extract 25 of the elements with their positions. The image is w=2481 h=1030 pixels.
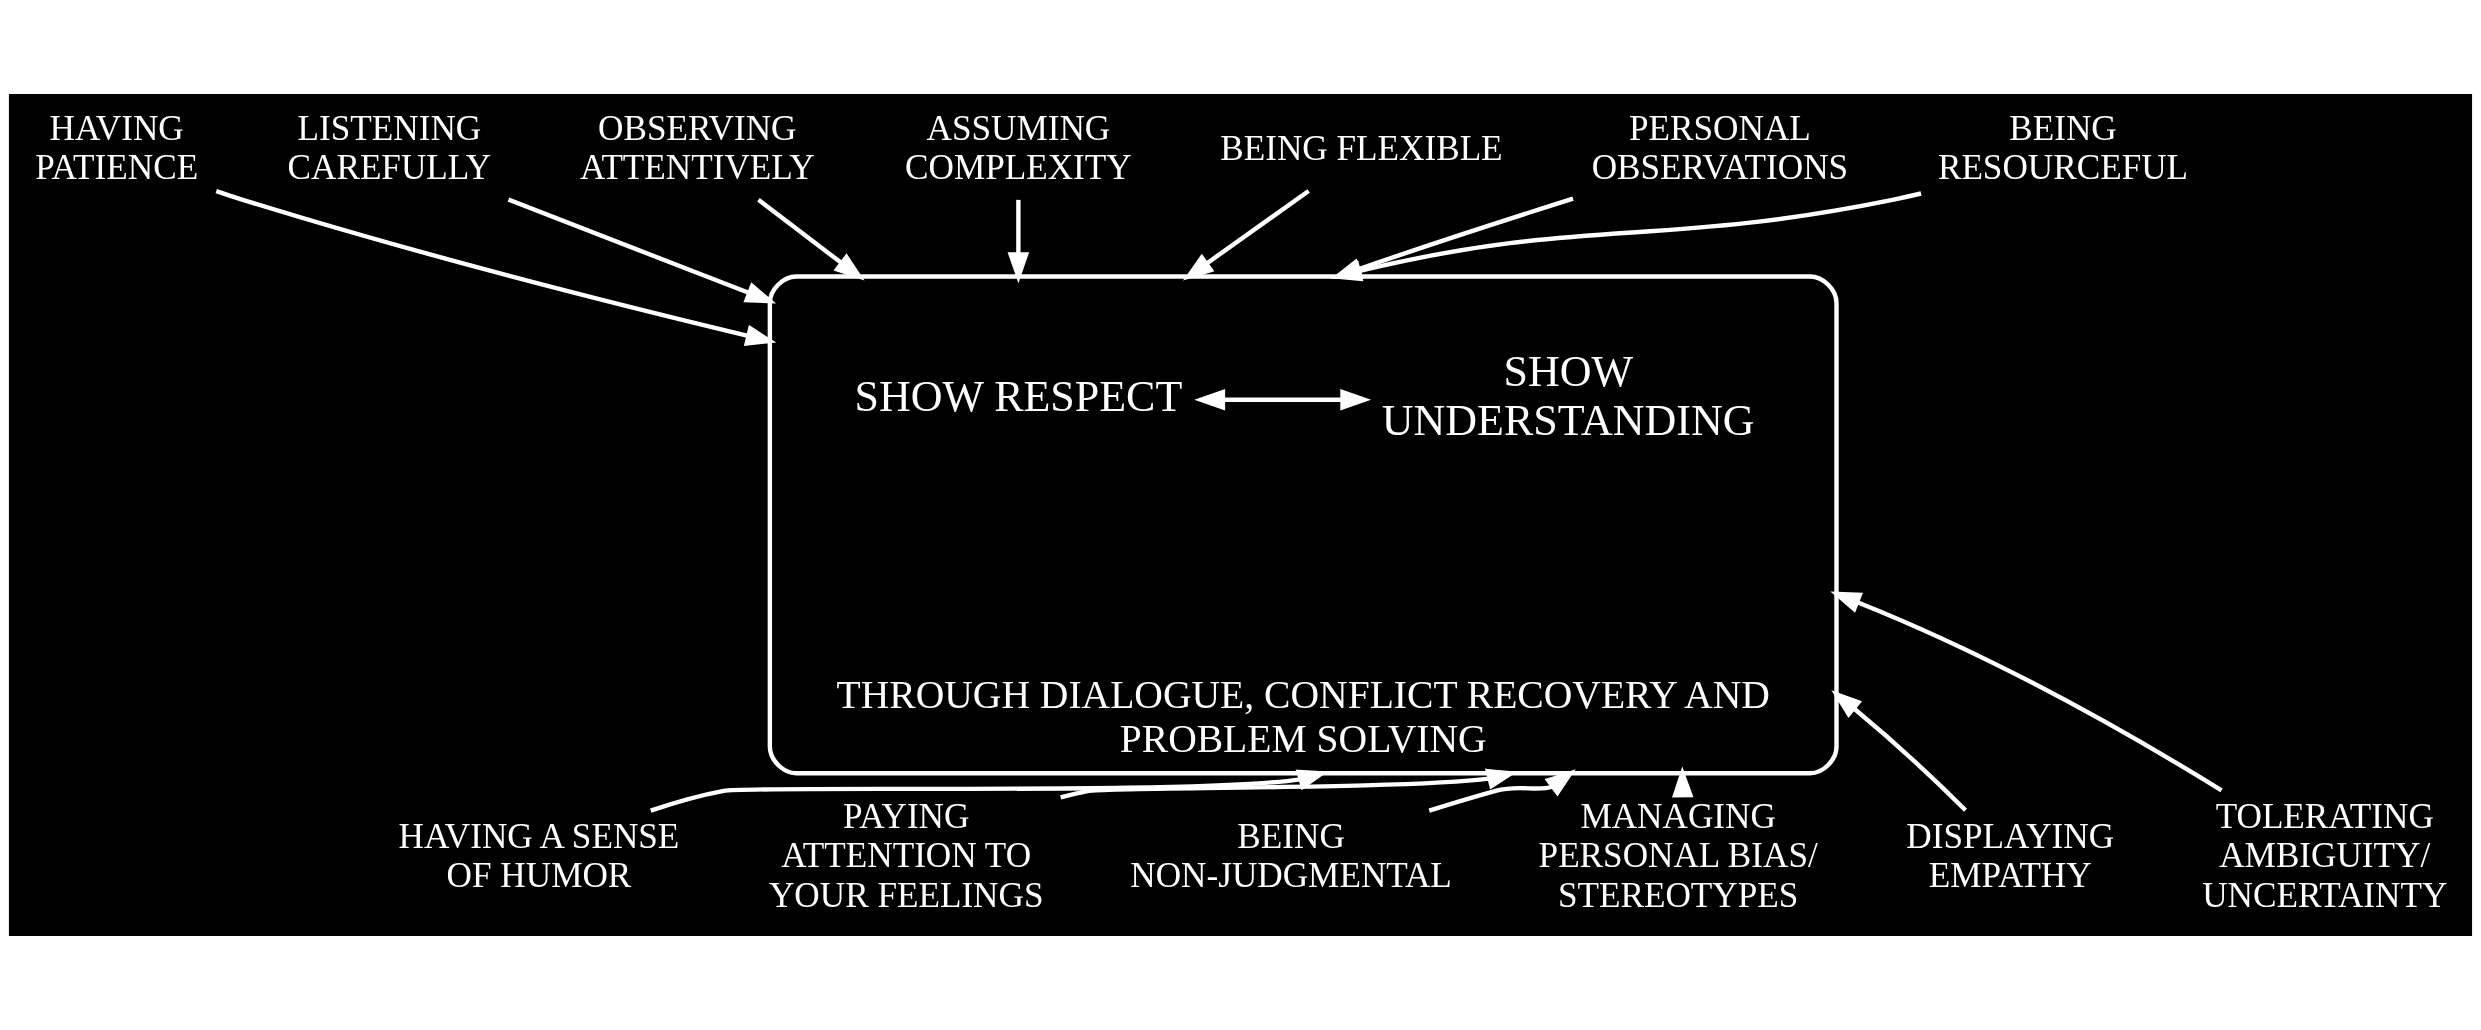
node-text: HAVING A SENSE OF HUMOR (398, 816, 680, 896)
node-text: BEING FLEXIBLE (1220, 128, 1503, 168)
arrow (1007, 199, 1030, 284)
arrow (1831, 690, 1968, 812)
arrow (507, 197, 777, 304)
node-text: LISTENING CAREFULLY (287, 108, 492, 188)
node-text: MANAGING PERSONAL BIAS/ STEREOTYPES (1538, 796, 1818, 915)
node-text: OBSERVING ATTENTIVELY (579, 108, 815, 188)
node-text: DISPLAYING EMPATHY (1906, 816, 2115, 896)
arrow (1671, 766, 1694, 798)
node-text: PAYING ATTENTION TO YOUR FEELINGS (768, 796, 1044, 915)
arrow (215, 189, 777, 346)
node-text: TOLERATING AMBIGUITY/ UNCERTAINTY (2202, 796, 2448, 915)
arrow (757, 198, 865, 281)
node-text: BEING NON-JUDGMENTAL (1130, 816, 1452, 896)
arrow (1194, 388, 1372, 411)
node-text: PERSONAL OBSERVATIONS (1591, 108, 1849, 188)
node-text: SHOW UNDERSTANDING (1381, 347, 1755, 445)
arrow (1830, 591, 2223, 793)
node-text: SHOW RESPECT (854, 371, 1183, 421)
node-text: BEING RESOURCEFUL (1937, 108, 2189, 188)
arrow (1182, 189, 1310, 281)
arrow (1428, 769, 1576, 813)
node-text: HAVING PATIENCE (35, 108, 199, 188)
node-text: ASSUMING COMPLEXITY (905, 108, 1132, 188)
